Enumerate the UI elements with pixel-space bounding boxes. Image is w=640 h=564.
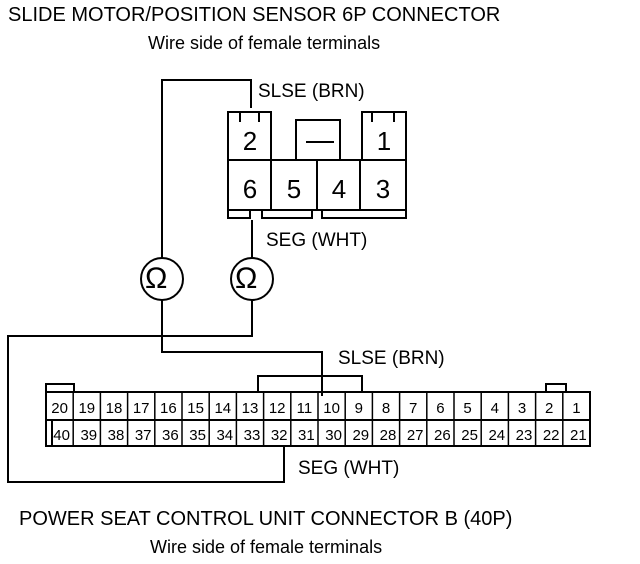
top-terminal-4: 4 xyxy=(332,174,346,204)
bottom-bottom-row-terminal-30: 30 xyxy=(325,427,342,444)
bottom-bottom-row-terminal-28: 28 xyxy=(380,427,397,444)
bottom-top-row-terminal-3: 3 xyxy=(518,400,526,417)
bottom-bottom-row-terminal-22: 22 xyxy=(543,427,560,444)
bottom-bottom-row-terminal-35: 35 xyxy=(189,427,206,444)
bottom-bottom-row-terminal-26: 26 xyxy=(434,427,451,444)
wire-slse-down xyxy=(161,300,323,396)
bottom-top-row-terminal-6: 6 xyxy=(436,400,444,417)
wire-label-slse-top: SLSE (BRN) xyxy=(258,81,365,102)
bottom-bottom-row-terminal-23: 23 xyxy=(516,427,533,444)
bottom-top-row-terminal-16: 16 xyxy=(160,400,177,417)
ohmmeter-left-icon xyxy=(140,257,184,301)
bottom-top-row-terminal-10: 10 xyxy=(323,400,340,417)
ohmmeter-right-icon xyxy=(230,257,274,301)
bottom-top-row-terminal-17: 17 xyxy=(133,400,150,417)
bottom-bottom-row-terminal-33: 33 xyxy=(244,427,261,444)
top-terminal-6: 6 xyxy=(243,174,257,204)
wire-seg-down xyxy=(7,300,285,483)
bottom-bottom-row-terminal-36: 36 xyxy=(162,427,179,444)
bottom-bottom-row-terminal-37: 37 xyxy=(135,427,152,444)
bottom-top-row-terminal-14: 14 xyxy=(214,400,231,417)
top-terminal-1: 1 xyxy=(377,126,391,156)
wire-label-seg-top: SEG (WHT) xyxy=(266,230,368,251)
bottom-top-row-terminal-13: 13 xyxy=(242,400,259,417)
top-terminal-2: 2 xyxy=(243,126,257,156)
bottom-top-row-terminal-15: 15 xyxy=(187,400,204,417)
bottom-top-row-terminal-2: 2 xyxy=(545,400,553,417)
bottom-bottom-row-terminal-27: 27 xyxy=(407,427,424,444)
bottom-bottom-row-terminal-24: 24 xyxy=(488,427,505,444)
bottom-top-row-terminal-9: 9 xyxy=(355,400,363,417)
wire-slse-top xyxy=(161,79,252,258)
top-terminal-3: 3 xyxy=(376,174,390,204)
wire-label-seg-bottom: SEG (WHT) xyxy=(298,458,400,479)
bottom-bottom-row-terminal-29: 29 xyxy=(352,427,369,444)
bottom-bottom-row-terminal-40: 40 xyxy=(53,427,70,444)
bottom-top-row-terminal-1: 1 xyxy=(572,400,580,417)
bottom-connector-subtitle: Wire side of female terminals xyxy=(150,537,383,557)
bottom-bottom-row-terminal-21: 21 xyxy=(570,427,587,444)
bottom-connector-title: POWER SEAT CONTROL UNIT CONNECTOR B (40P… xyxy=(19,508,513,530)
bottom-bottom-row-terminal-32: 32 xyxy=(271,427,288,444)
bottom-bottom-row-terminal-31: 31 xyxy=(298,427,315,444)
bottom-bottom-row-terminal-39: 39 xyxy=(80,427,97,444)
ohmmeter-right-symbol: Ω xyxy=(235,262,258,295)
bottom-top-row-terminal-5: 5 xyxy=(463,400,471,417)
ohmmeter-left-symbol: Ω xyxy=(145,262,168,295)
bottom-top-row-terminal-7: 7 xyxy=(409,400,417,417)
wire-label-slse-bottom: SLSE (BRN) xyxy=(338,348,445,369)
bottom-top-row-terminal-18: 18 xyxy=(106,400,123,417)
bottom-top-row-terminal-4: 4 xyxy=(491,400,499,417)
top-terminal-5: 5 xyxy=(287,174,301,204)
bottom-top-row-terminal-8: 8 xyxy=(382,400,390,417)
bottom-top-row-terminal-19: 19 xyxy=(78,400,95,417)
bottom-top-row-terminal-12: 12 xyxy=(269,400,286,417)
bottom-bottom-row-terminal-34: 34 xyxy=(216,427,233,444)
top-connector-title: SLIDE MOTOR/POSITION SENSOR 6P CONNECTOR xyxy=(8,4,501,26)
bottom-bottom-row-terminal-25: 25 xyxy=(461,427,478,444)
bottom-bottom-row-terminal-38: 38 xyxy=(108,427,125,444)
bottom-top-row-terminal-20: 20 xyxy=(51,400,68,417)
bottom-top-row-terminal-11: 11 xyxy=(297,400,313,417)
top-connector-subtitle: Wire side of female terminals xyxy=(148,33,381,53)
